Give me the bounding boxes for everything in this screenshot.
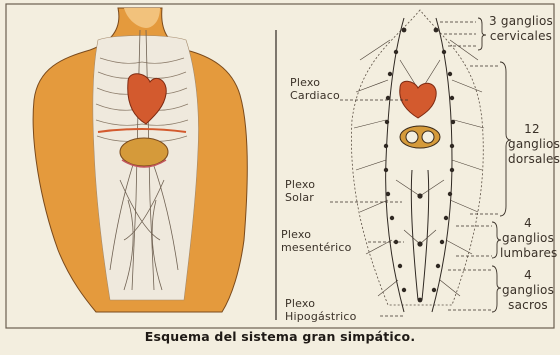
label-line: 4 bbox=[500, 216, 556, 231]
label-line: Hipogástrico bbox=[285, 310, 357, 323]
label-plexo-cardiaco: Plexo Cardiaco bbox=[290, 76, 340, 102]
sympathetic-chain-schematic bbox=[330, 10, 511, 316]
label-line: ganglios bbox=[500, 283, 556, 298]
label-line: Plexo bbox=[285, 178, 315, 191]
label-ganglios-sacros: 4 ganglios sacros bbox=[500, 268, 556, 313]
label-line: dorsales bbox=[508, 152, 556, 167]
label-plexo-solar: Plexo Solar bbox=[285, 178, 315, 204]
label-ganglios-cervicales: 3 ganglios cervicales bbox=[486, 14, 556, 44]
label-plexo-mesenterico: Plexo mesentérico bbox=[281, 228, 352, 254]
label-line: sacros bbox=[500, 298, 556, 313]
label-line: ganglios bbox=[508, 137, 556, 152]
label-line: mesentérico bbox=[281, 241, 352, 254]
label-line: 3 ganglios bbox=[486, 14, 556, 29]
label-plexo-hipogastrico: Plexo Hipogástrico bbox=[285, 297, 357, 323]
label-line: Cardiaco bbox=[290, 89, 340, 102]
label-line: cervicales bbox=[486, 29, 556, 44]
label-line: Plexo bbox=[281, 228, 352, 241]
figure-caption: Esquema del sistema gran simpático. bbox=[0, 329, 560, 344]
torso-illustration bbox=[33, 8, 247, 312]
label-line: Plexo bbox=[285, 297, 357, 310]
label-line: ganglios bbox=[500, 231, 556, 246]
label-line: Solar bbox=[285, 191, 315, 204]
label-ganglios-lumbares: 4 ganglios lumbares bbox=[500, 216, 556, 261]
label-line: 4 bbox=[500, 268, 556, 283]
label-line: 12 bbox=[508, 122, 556, 137]
label-line: lumbares bbox=[500, 246, 556, 261]
label-ganglios-dorsales: 12 ganglios dorsales bbox=[508, 122, 556, 167]
label-line: Plexo bbox=[290, 76, 340, 89]
